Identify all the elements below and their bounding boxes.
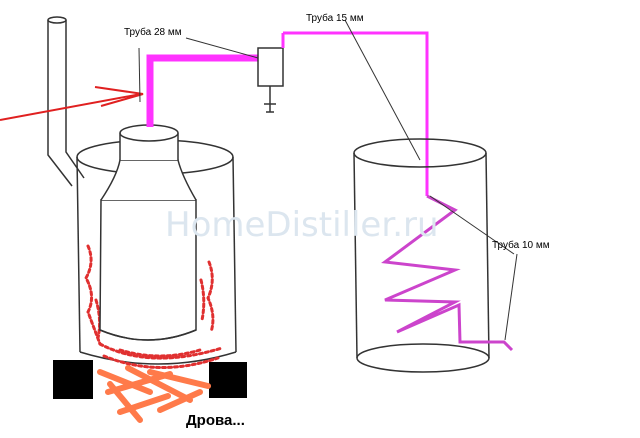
label-leaders [138, 19, 518, 341]
boiler-can [99, 124, 197, 341]
cooling-tank [353, 138, 490, 373]
firebox-stones [53, 360, 247, 399]
label-firewood: Дрова... [186, 412, 245, 429]
red-arrow [0, 86, 144, 121]
condenser-coil [381, 194, 514, 352]
label-pipe-10mm: Труба 10 мм [492, 240, 550, 251]
thermometer [257, 47, 284, 113]
label-pipe-28mm: Труба 28 мм [124, 27, 182, 38]
chimney [47, 16, 85, 187]
watermark-text: HomeDistiller.ru [165, 205, 439, 245]
pipe-28mm [146, 54, 258, 127]
label-pipe-15mm: Труба 15 мм [306, 13, 364, 24]
pipe-15mm [281, 31, 429, 196]
firewood [97, 365, 211, 423]
flames [84, 244, 224, 370]
